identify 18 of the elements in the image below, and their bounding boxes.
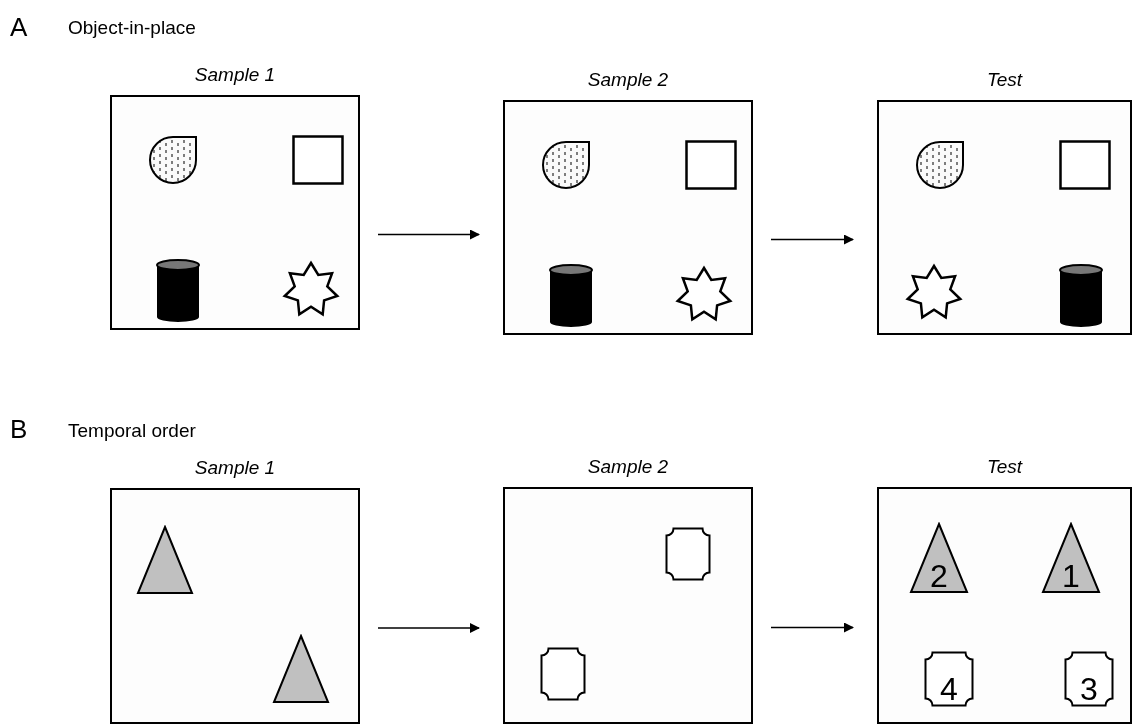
panel-heading: Sample 1: [193, 63, 277, 87]
panel-title: Temporal order: [68, 419, 196, 443]
arrow: [770, 234, 854, 245]
panel-title: Object-in-place: [68, 16, 196, 40]
order-number: 1: [1062, 560, 1080, 592]
arrow: [770, 622, 854, 633]
order-number: 2: [930, 560, 948, 592]
arrow: [377, 229, 480, 240]
arrow: [377, 623, 480, 633]
order-number: 4: [940, 673, 958, 705]
panel-heading: Sample 2: [586, 455, 670, 479]
panel-heading: Test: [985, 455, 1024, 479]
panel-letter: A: [10, 11, 28, 44]
panel-heading: Test: [985, 68, 1024, 92]
panel-heading: Sample 2: [586, 68, 670, 92]
order-number: 3: [1080, 673, 1098, 705]
panel-letter: B: [10, 413, 28, 446]
panel-heading: Sample 1: [193, 456, 277, 480]
